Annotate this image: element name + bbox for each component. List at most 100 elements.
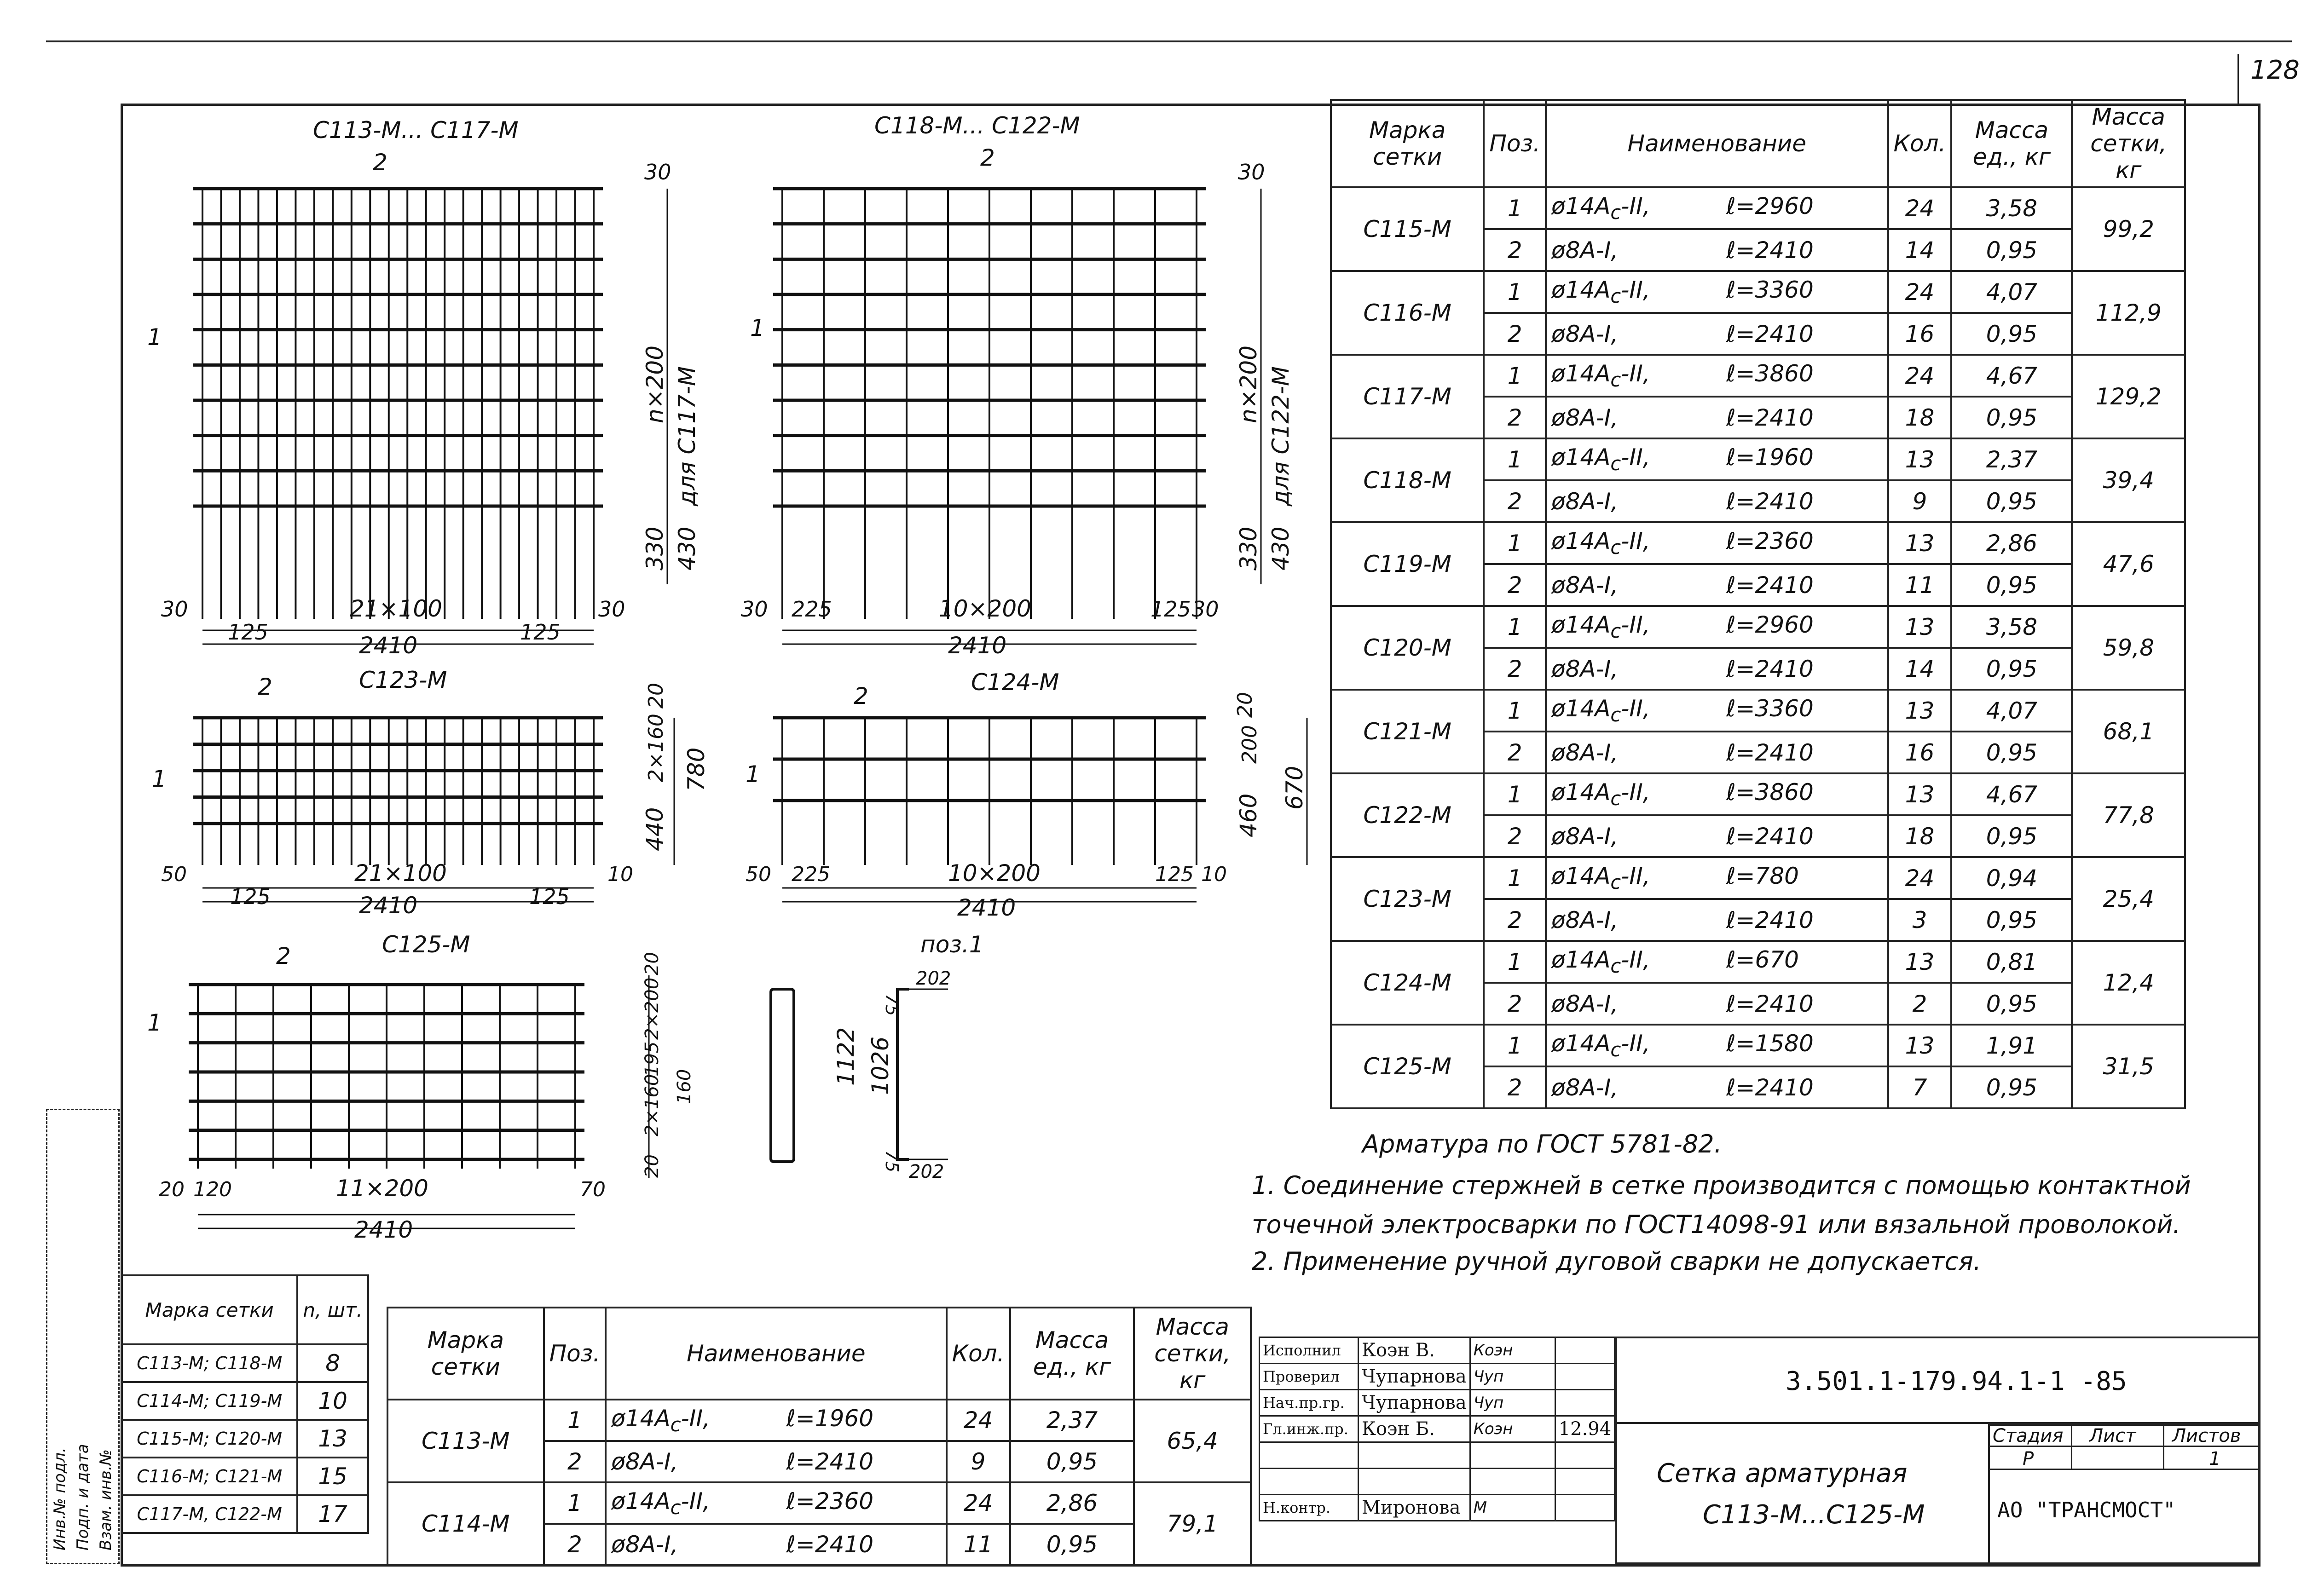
main_table-total-mass: 47,6: [2071, 521, 2186, 607]
main_table-mark: С124-М: [1330, 940, 1485, 1026]
bottom_table-bar-length: ℓ=2360: [786, 1487, 874, 1515]
c118-dim-total: 2410: [948, 632, 1006, 659]
sheet-label: Лист: [2089, 1425, 2136, 1446]
main_table-name: ø8А-I,ℓ=2410: [1545, 312, 1889, 356]
main_table-total-mass: 59,8: [2071, 605, 2186, 691]
c118-dim-30-right: 30: [1192, 597, 1219, 622]
c125-dim-span: 11×200: [336, 1175, 428, 1202]
main_table-name: ø14Ас-II,ℓ=780: [1545, 856, 1889, 900]
main_table-unit-mass: 4,07: [1950, 270, 2073, 314]
count-n: 15: [296, 1457, 369, 1496]
c123-dim-20: 20: [644, 683, 668, 709]
main_table-bar-spec: ø14Ас-II,: [1551, 946, 1650, 977]
main-header-name: Наименование: [1545, 99, 1889, 188]
main_table-bar-spec: ø8А-I,: [1551, 404, 1619, 431]
c113-dim-125-left: 125: [228, 620, 268, 645]
stage-divider-2: [2163, 1424, 2164, 1470]
main_table-name: ø14Ас-II,ℓ=1580: [1545, 1024, 1889, 1067]
main_table-qty: 24: [1887, 856, 1953, 900]
stamp-name: Чупарнова: [1358, 1389, 1471, 1417]
c118-dim-span: 10×200: [939, 595, 1031, 622]
main_table-qty: 9: [1887, 479, 1953, 523]
main-header-total-mass: Масса сетки, кг: [2071, 99, 2186, 188]
main_table-qty: 13: [1887, 605, 1953, 649]
c118-dim-30-top: 30: [1238, 160, 1265, 184]
main_table-total-mass: 112,9: [2071, 270, 2186, 356]
stamp-name: Миронова: [1358, 1494, 1471, 1521]
main_table-bar-spec: ø8А-I,: [1551, 320, 1619, 347]
bottom_table-bar-spec: ø8А-I,: [611, 1531, 678, 1558]
main_table-bar-length: ℓ=2410: [1726, 571, 1814, 599]
bottom-header-name: Наименование: [605, 1307, 948, 1400]
side-strip-label: Подп. и дата: [74, 1444, 92, 1550]
drawing-c123-title: С123-М: [359, 667, 447, 693]
document-code: 3.501.1-179.94.1-1 -85: [1786, 1366, 2127, 1396]
title-block-code-cell: [1615, 1337, 2260, 1424]
bottom_table-qty: 24: [945, 1481, 1011, 1525]
count-header-n: n, шт.: [296, 1274, 369, 1345]
bottom_table-total-mass: 65,4: [1133, 1399, 1252, 1483]
drawing-c125-title: С125-М: [382, 931, 470, 958]
main_table-pos: 2: [1483, 228, 1547, 272]
stage-label: Стадия: [1993, 1425, 2064, 1446]
c113-dim-430: 430: [674, 527, 700, 570]
c118-dim-note: для С122-М: [1267, 366, 1294, 507]
main_table-unit-mass: 0,94: [1950, 856, 2073, 900]
main_table-unit-mass: 3,58: [1950, 186, 2073, 230]
main_table-pos: 1: [1483, 354, 1547, 398]
main_table-bar-spec: ø8А-I,: [1551, 823, 1619, 850]
bottom_table-bar-spec: ø8А-I,: [611, 1448, 678, 1475]
top-rule: [46, 40, 2292, 42]
main_table-qty: 24: [1887, 354, 1953, 398]
c123-dim-span: 21×100: [354, 860, 447, 887]
bottom-header-pos: Поз.: [543, 1307, 607, 1400]
c125-dim-160: 160: [674, 1069, 695, 1104]
c124-dim-total: 2410: [957, 894, 1016, 921]
main_table-bar-length: ℓ=2960: [1726, 193, 1814, 219]
main_table-total-mass: 31,5: [2071, 1024, 2186, 1109]
stamp-date: [1554, 1363, 1616, 1390]
count-n: 10: [296, 1381, 369, 1421]
pos1-dim-1122: 1122: [833, 1027, 859, 1086]
bottom_table-unit-mass: 2,86: [1009, 1481, 1135, 1525]
main_table-name: ø8А-I,ℓ=2410: [1545, 1066, 1889, 1109]
main_table-qty: 13: [1887, 772, 1953, 816]
stamp-date: [1554, 1389, 1616, 1417]
count-mark: С115-М; С120-М: [120, 1419, 299, 1458]
main_table-pos: 2: [1483, 563, 1547, 607]
stage-divider-1: [2071, 1424, 2072, 1470]
bottom_table-mark: С114-М: [387, 1481, 545, 1566]
main_table-unit-mass: 3,58: [1950, 605, 2073, 649]
main_table-qty: 13: [1887, 521, 1953, 565]
main_table-total-mass: 39,4: [2071, 438, 2186, 523]
bottom-header-unit-mass: Масса ед., кг: [1009, 1307, 1135, 1400]
main_table-unit-mass: 0,95: [1950, 731, 2073, 774]
main_table-name: ø8А-I,ℓ=2410: [1545, 814, 1889, 858]
c124-pos1: 1: [746, 761, 760, 788]
main_table-unit-mass: 2,37: [1950, 438, 2073, 481]
bottom_table-unit-mass: 0,95: [1009, 1440, 1135, 1483]
main_table-bar-length: ℓ=2360: [1726, 528, 1814, 554]
main_table-bar-spec: ø8А-I,: [1551, 1074, 1619, 1101]
pos1-dim-1026: 1026: [867, 1037, 894, 1095]
note-line1: 1. Соединение стержней в сетке производи…: [1252, 1171, 2191, 1200]
main_table-pos: 2: [1483, 814, 1547, 858]
main_table-pos: 2: [1483, 647, 1547, 691]
main_table-pos: 2: [1483, 898, 1547, 942]
bottom_table-pos: 2: [543, 1440, 607, 1483]
pos1-bar-shape: [769, 988, 948, 1163]
main_table-name: ø14Ас-II,ℓ=3360: [1545, 270, 1889, 314]
drawing-c124-title: С124-М: [971, 669, 1059, 696]
stamp-role: Проверил: [1259, 1363, 1359, 1390]
